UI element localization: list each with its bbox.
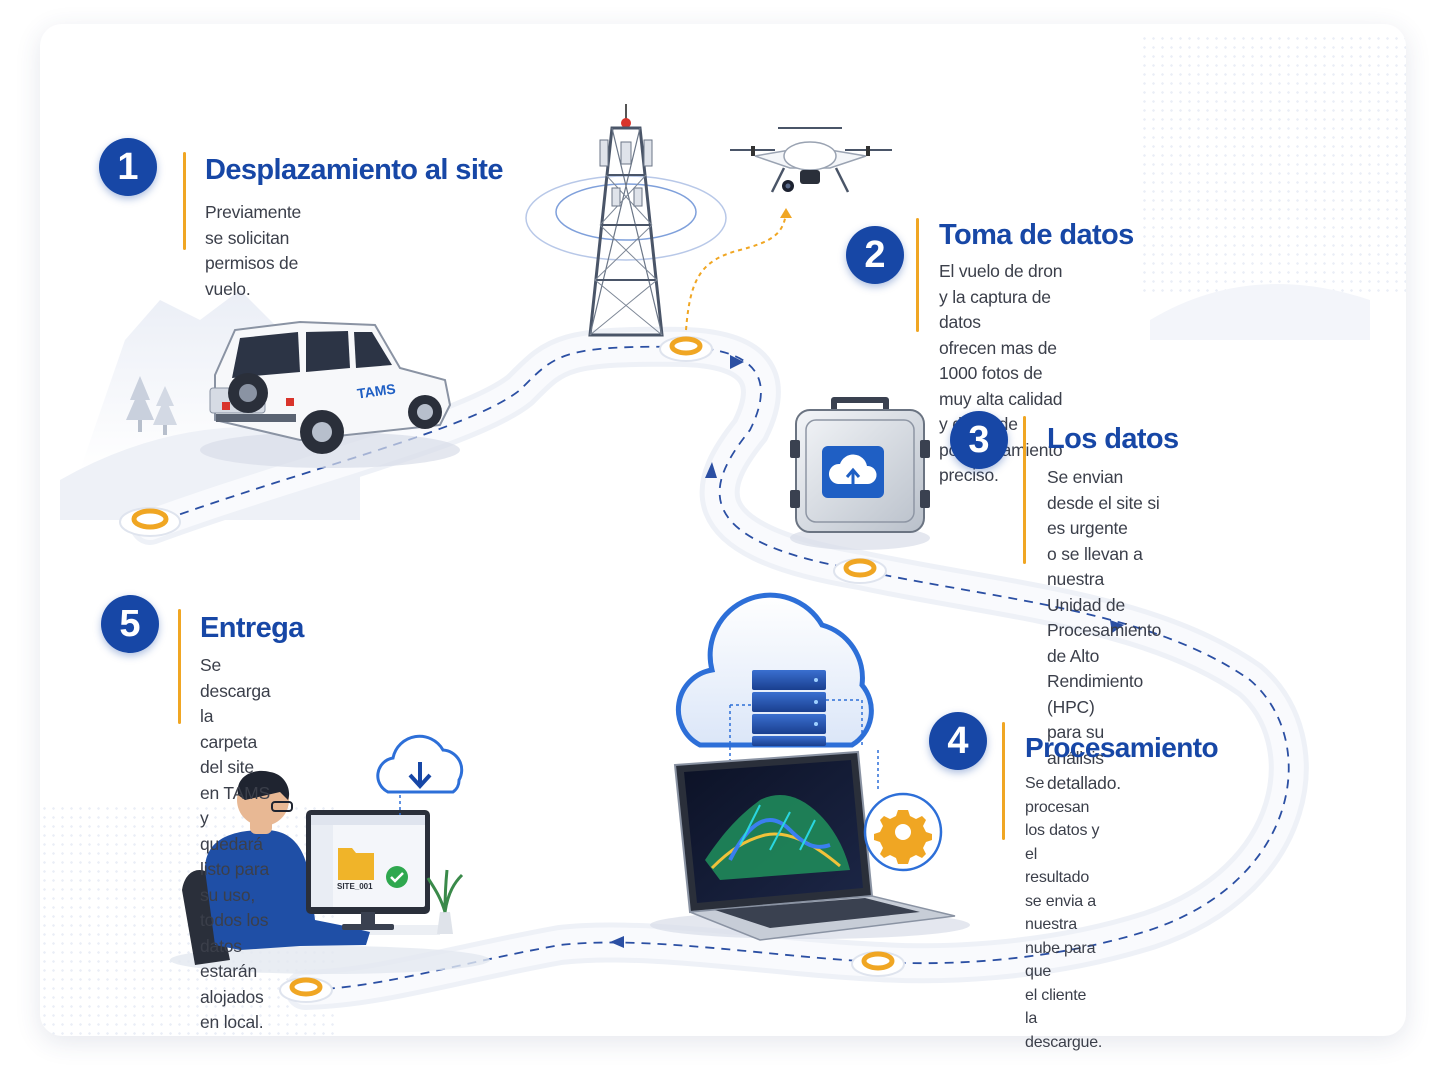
direction-arrow-icon	[705, 462, 717, 478]
step-divider	[1002, 722, 1005, 840]
step-description: Previamente se solicitan permisos de vue…	[205, 202, 302, 299]
step-divider	[183, 152, 186, 250]
cloud-download-icon	[376, 734, 464, 815]
step-title: Desplazamiento al site	[205, 154, 503, 186]
direction-arrow-icon	[1110, 620, 1124, 633]
step-divider	[916, 218, 919, 332]
laptop-pointcloud-icon	[650, 750, 970, 941]
direction-arrow-icon	[730, 355, 744, 369]
gear-icon	[863, 792, 943, 872]
step-number-badge: 1	[99, 138, 157, 196]
suv-icon	[200, 320, 460, 468]
waypoint-ring-icon	[119, 507, 181, 537]
cloud-upload-case-icon	[790, 397, 930, 550]
step-number-badge: 2	[846, 226, 904, 284]
telecom-tower-icon	[525, 104, 727, 337]
folder-label: SITE_001	[337, 882, 373, 891]
waypoint-ring-icon	[659, 336, 713, 362]
waypoint-ring-icon	[279, 977, 333, 1003]
person-at-desk-icon	[170, 770, 490, 974]
step-divider	[178, 609, 181, 724]
step-title: Toma de datos	[939, 219, 1134, 251]
step-number-badge: 3	[950, 411, 1008, 469]
dot-pattern	[1140, 34, 1406, 294]
step-divider	[1023, 416, 1026, 564]
step-number-badge: 5	[101, 595, 159, 653]
waypoint-ring-icon	[851, 951, 905, 977]
waypoint-ring-icon	[833, 558, 887, 584]
cloud-server-icon	[675, 592, 879, 790]
step-description: Se procesan los datos y el resultado se …	[1025, 775, 1103, 1051]
step-description: Se descarga la carpeta del site en TAMS …	[200, 655, 271, 1032]
step-title: Entrega	[200, 612, 304, 644]
step-description: Se envian desde el site si es urgente o …	[1047, 467, 1162, 793]
direction-arrow-icon	[610, 936, 624, 948]
step-title: Los datos	[1047, 423, 1179, 455]
route-line	[149, 345, 1290, 991]
step-number-badge: 4	[929, 712, 987, 770]
drone-icon	[730, 127, 892, 193]
step-title: Procesamiento	[1025, 732, 1219, 763]
